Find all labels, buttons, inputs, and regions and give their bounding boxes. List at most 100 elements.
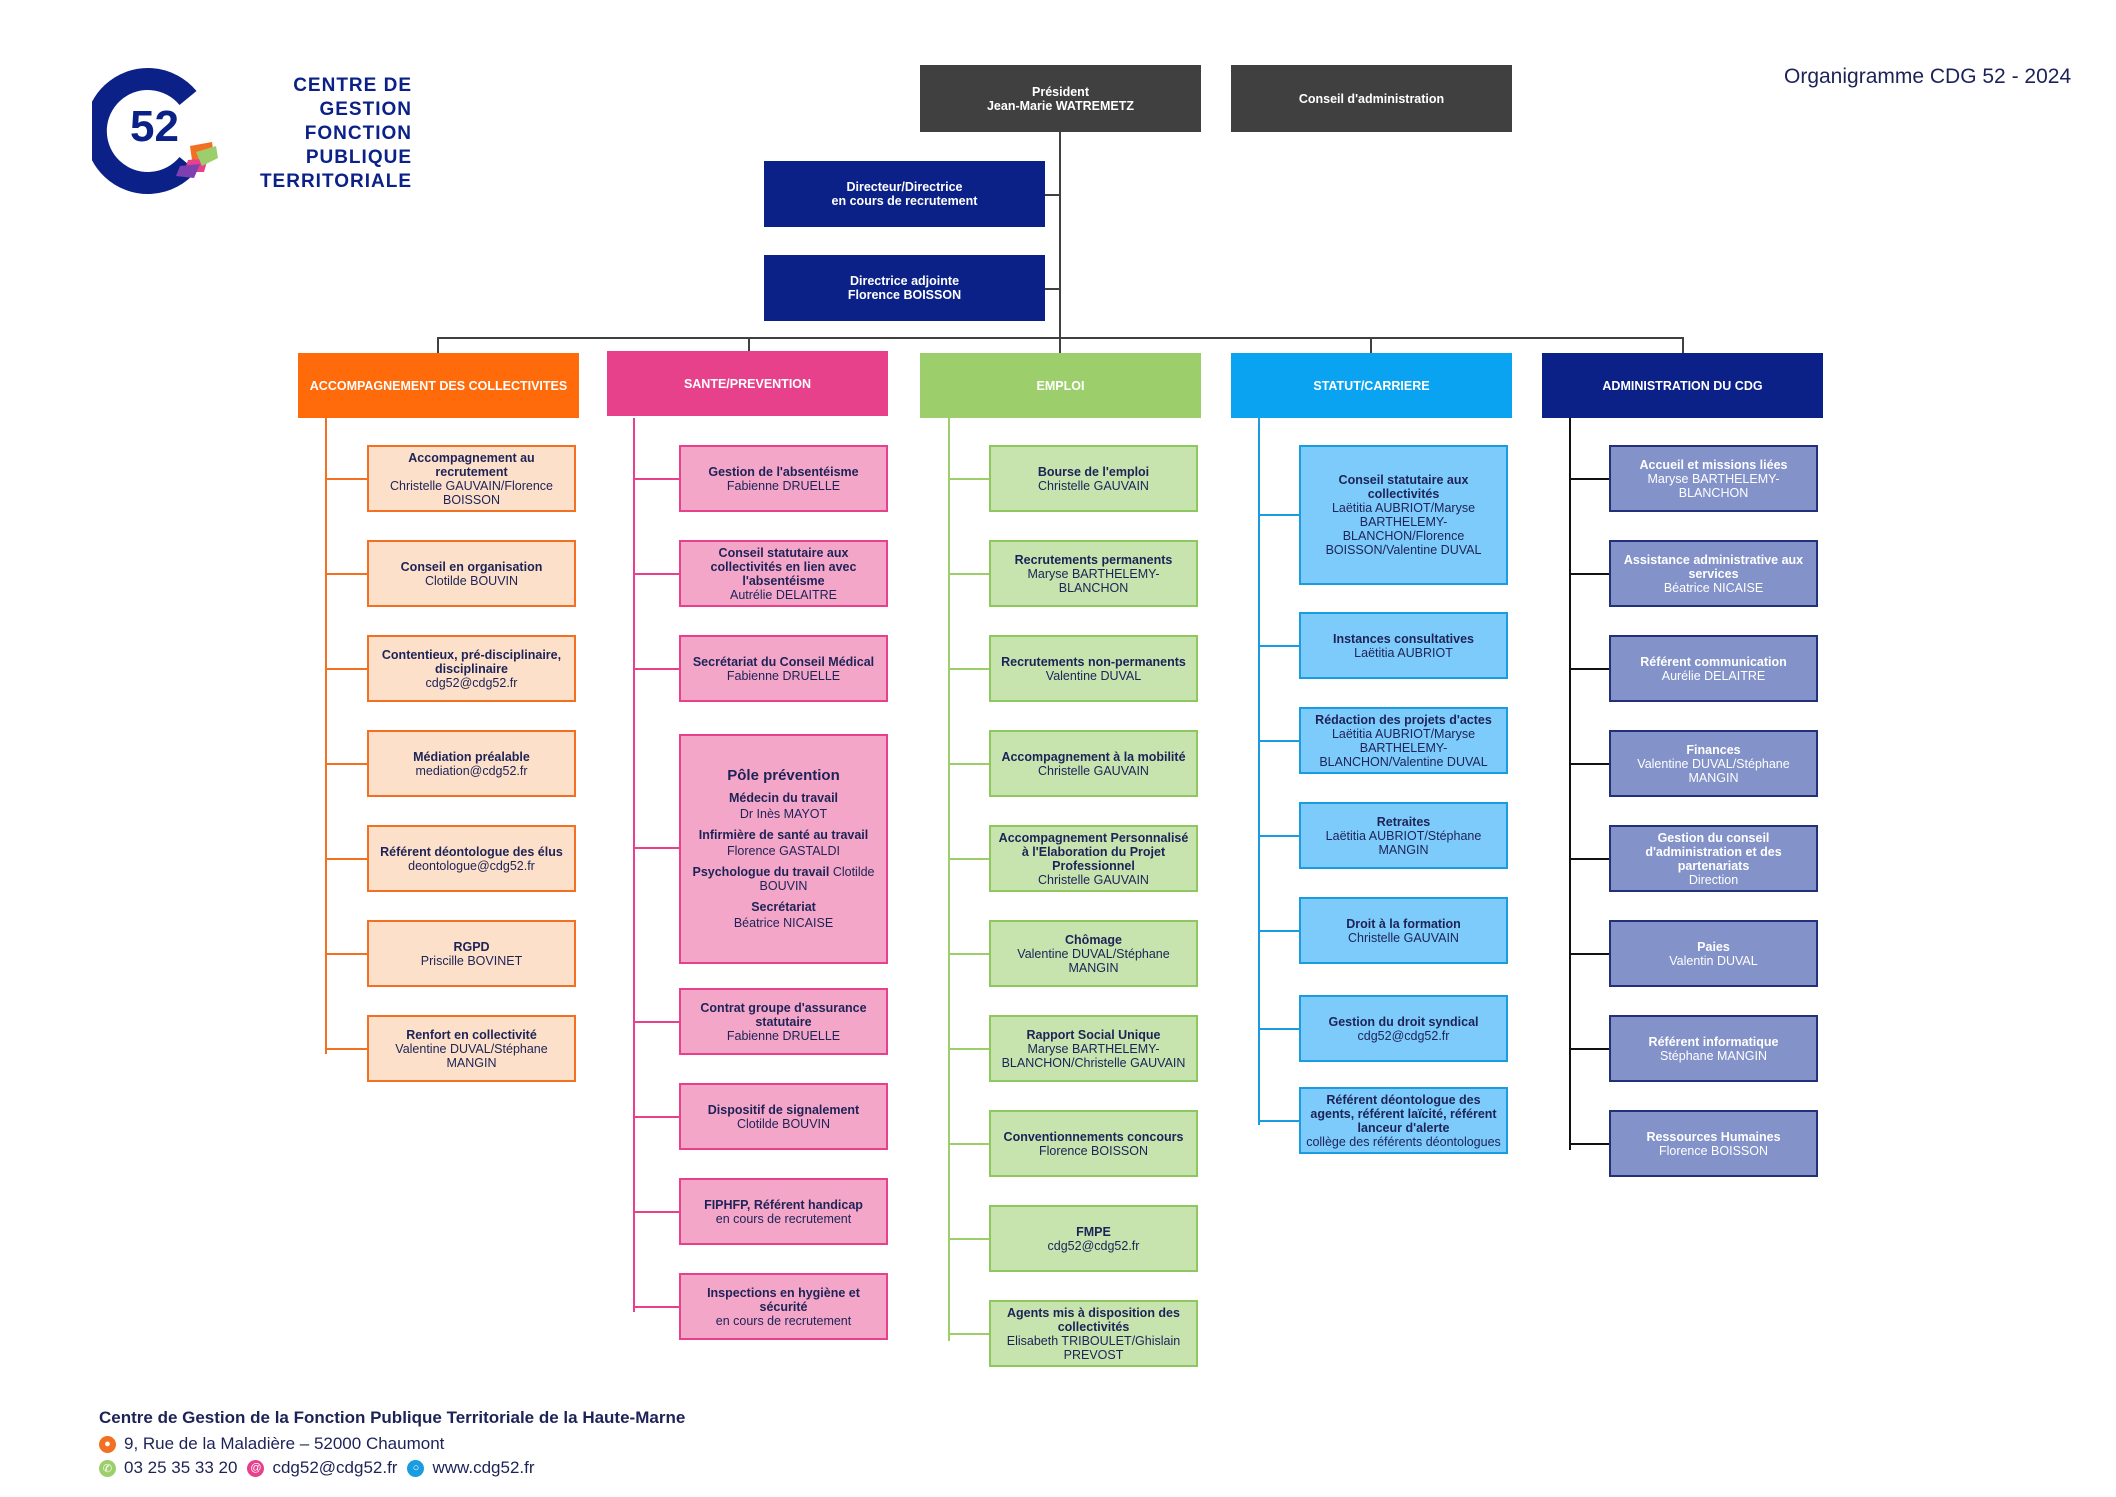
connector [633, 668, 679, 670]
connector-adjointe [1045, 288, 1060, 290]
org-unit-title: Médiation préalable [413, 749, 530, 764]
footer: Centre de Gestion de la Fonction Publiqu… [99, 1408, 899, 1478]
org-unit-title: Instances consultatives [1332, 631, 1475, 646]
connector [948, 858, 989, 860]
adjointe-title: Directrice adjointe [849, 274, 960, 288]
connector [325, 858, 367, 860]
org-unit-title: Accompagnement au recrutement [408, 450, 535, 479]
org-unit-box: Gestion du conseil d'administration et d… [1609, 825, 1818, 892]
logo: 52 CENTRE DE GESTION FONCTION PUBLIQUE T… [92, 66, 422, 196]
logo-line3: TERRITORIALE [259, 171, 412, 192]
directeur-box: Directeur/Directrice en cours de recrute… [764, 161, 1045, 227]
connector [1569, 573, 1609, 575]
connector [633, 1021, 679, 1023]
org-unit-name: Fabienne DRUELLE [726, 478, 841, 493]
connector [1258, 1120, 1299, 1122]
connector [633, 1116, 679, 1118]
connector [633, 1306, 679, 1308]
document-title: Organigramme CDG 52 - 2024 [1784, 65, 2072, 88]
org-unit-title: Référent déontologue des agents, référen… [1310, 1092, 1497, 1135]
org-unit-box: Agents mis à disposition des collectivit… [989, 1300, 1198, 1367]
org-unit-title: Gestion du conseil d'administration et d… [1645, 830, 1782, 873]
footer-address: 9, Rue de la Maladière – 52000 Chaumont [124, 1434, 445, 1453]
connector [948, 668, 989, 670]
connector [948, 1048, 989, 1050]
president-name: Jean-Marie WATREMETZ [986, 98, 1134, 113]
org-unit-title: Paies [1697, 939, 1730, 954]
org-unit-name: Maryse BARTHELEMY-BLANCHON [1027, 566, 1160, 595]
org-unit-name: Christelle GAUVAIN [1038, 763, 1149, 778]
org-unit-title: Droit à la formation [1346, 916, 1461, 931]
connector [948, 573, 989, 575]
connector [633, 478, 679, 480]
org-unit-title: Contrat groupe d'assurance statutaire [700, 1000, 867, 1029]
org-unit-title: Référent informatique [1648, 1034, 1779, 1049]
connector [325, 573, 367, 575]
org-unit-title: Conseil en organisation [400, 559, 543, 574]
org-unit-name: en cours de recrutement [715, 1211, 852, 1226]
org-unit-name: Valentine DUVAL/Stéphane MANGIN [1637, 756, 1790, 785]
org-unit-title: Rédaction des projets d'actes [1315, 712, 1492, 727]
adjointe-name: Florence BOISSON [847, 288, 962, 302]
connector [325, 478, 367, 480]
connector [1569, 668, 1609, 670]
org-unit-name: Christelle GAUVAIN [1038, 872, 1149, 887]
org-unit-name: Christelle GAUVAIN [1348, 930, 1459, 945]
connector [1569, 1048, 1609, 1050]
org-unit-box: Référent déontologue des agents, référen… [1299, 1087, 1508, 1154]
column-header-emploi: EMPLOI [920, 353, 1201, 418]
org-unit-title: Rapport Social Unique [1026, 1027, 1161, 1042]
connector [1569, 1143, 1609, 1145]
connector [1258, 740, 1299, 742]
logo-line2: FONCTION PUBLIQUE [304, 123, 412, 168]
footer-web[interactable]: www.cdg52.fr [432, 1458, 535, 1477]
footer-email[interactable]: cdg52@cdg52.fr [272, 1458, 398, 1477]
connector [1258, 835, 1299, 837]
org-unit-name: Laëtitia AUBRIOT/Maryse BARTHELEMY-BLANC… [1325, 501, 1482, 557]
phone-icon: ✆ [99, 1459, 116, 1477]
org-unit-title: Conseil statutaire aux collectivités en … [710, 545, 857, 588]
org-unit-name: Laëtitia AUBRIOT/Maryse BARTHELEMY-BLANC… [1319, 726, 1488, 769]
president-title: Président [1032, 84, 1089, 99]
org-unit-name: cdg52@cdg52.fr [425, 675, 518, 690]
conseil-box: Conseil d'administration [1231, 65, 1512, 132]
org-unit-title: Secrétariat du Conseil Médical [692, 654, 875, 669]
connector [1569, 953, 1609, 955]
org-unit-title: Accompagnement à la mobilité [1001, 749, 1186, 764]
org-unit-name: Valentine DUVAL [1045, 668, 1142, 683]
logo-line1: CENTRE DE GESTION [293, 75, 412, 120]
org-unit-name: Valentin DUVAL [1669, 953, 1758, 968]
web-icon: ○ [407, 1459, 425, 1477]
org-unit-name: Aurélie DELAITRE [1661, 668, 1766, 683]
org-unit-name: cdg52@cdg52.fr [1357, 1028, 1450, 1043]
org-unit-title: Conventionnements concours [1003, 1129, 1184, 1144]
org-unit-name: mediation@cdg52.fr [415, 763, 528, 778]
president-box: Président Jean-Marie WATREMETZ [920, 65, 1201, 132]
org-unit-name: Maryse BARTHELEMY-BLANCHON [1647, 471, 1780, 500]
column-header-administration: ADMINISTRATION DU CDG [1542, 353, 1823, 418]
org-unit-title: Assistance administrative aux services [1623, 552, 1804, 581]
org-unit-title: Recrutements permanents [1014, 552, 1173, 567]
org-unit-title: Gestion du droit syndical [1328, 1014, 1479, 1029]
adjointe-box: Directrice adjointe Florence BOISSON [764, 255, 1045, 321]
logo-number: 52 [130, 102, 179, 151]
org-unit-box: Conseil statutaire aux collectivités en … [679, 540, 888, 607]
